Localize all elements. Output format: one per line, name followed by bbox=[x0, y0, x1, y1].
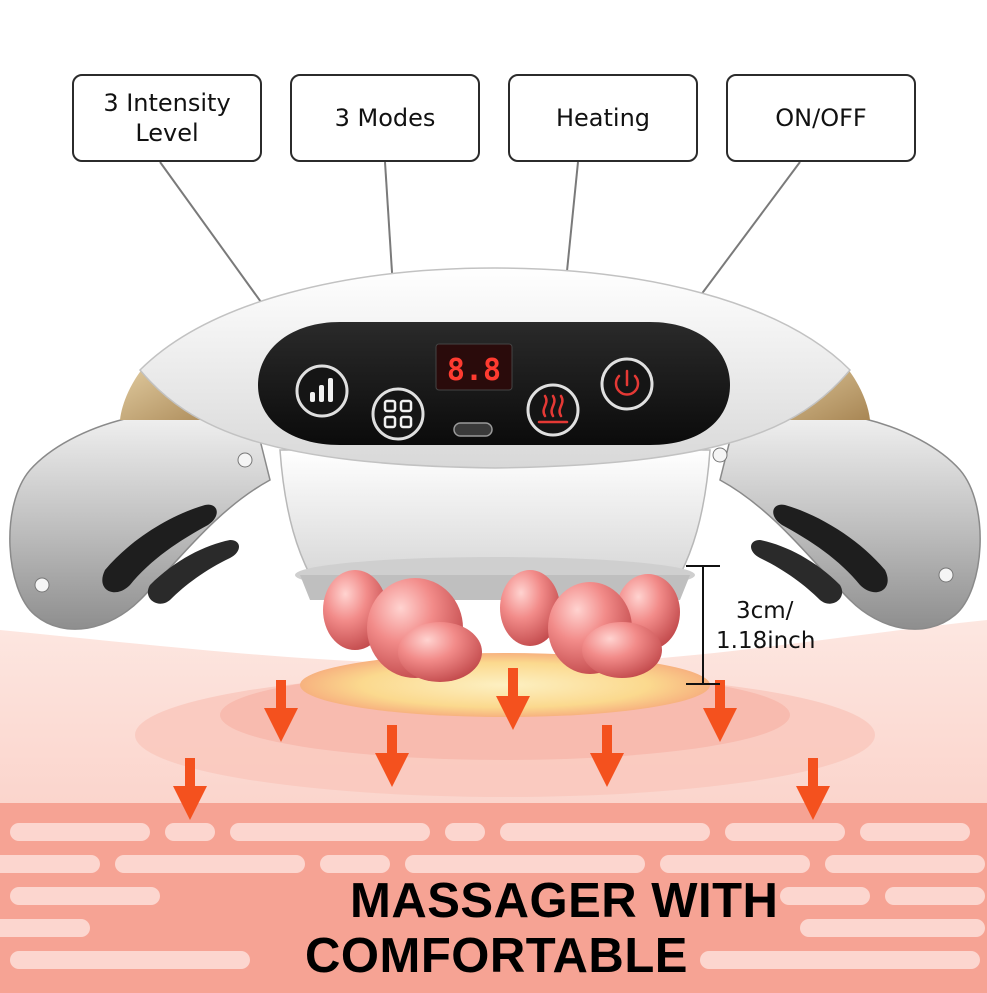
power-icon bbox=[614, 369, 640, 396]
callout-modes: 3 Modes bbox=[290, 74, 480, 162]
downward-heat-arrow-icon bbox=[173, 758, 207, 820]
downward-heat-arrow-icon bbox=[496, 668, 530, 730]
usb-c-port-icon bbox=[453, 422, 493, 437]
callout-on-off: ON/OFF bbox=[726, 74, 916, 162]
callout-intensity-line1: 3 Intensity bbox=[103, 89, 231, 117]
measurement-bracket bbox=[686, 565, 720, 685]
heating-button[interactable] bbox=[526, 383, 580, 437]
modes-button[interactable] bbox=[371, 387, 425, 441]
downward-heat-arrow-icon bbox=[375, 725, 409, 787]
led-display bbox=[435, 343, 513, 391]
measurement-label: 3cm/ 1.18inch bbox=[716, 596, 815, 656]
callout-heating-label: Heating bbox=[555, 104, 651, 132]
power-button[interactable] bbox=[600, 357, 654, 411]
downward-heat-arrow-icon bbox=[264, 680, 298, 742]
callout-intensity-line2: Level bbox=[135, 119, 199, 147]
heat-arrows bbox=[173, 668, 830, 820]
callout-intensity-level: 3 Intensity Level bbox=[72, 74, 262, 162]
skin-cross-section bbox=[0, 620, 987, 993]
callout-heating: Heating bbox=[508, 74, 698, 162]
measurement-inch: 1.18inch bbox=[716, 628, 816, 654]
downward-heat-arrow-icon bbox=[796, 758, 830, 820]
measurement-cm: 3cm/ bbox=[736, 598, 794, 624]
callout-on-off-label: ON/OFF bbox=[775, 104, 867, 132]
intensity-button[interactable] bbox=[295, 364, 349, 418]
massage-nodes bbox=[323, 570, 680, 682]
downward-heat-arrow-icon bbox=[703, 680, 737, 742]
intensity-bars-icon bbox=[310, 378, 333, 402]
led-readout: 8.8 bbox=[447, 353, 501, 388]
heating-flame-icon bbox=[537, 394, 569, 424]
headline-line-1: MASSAGER WITH bbox=[350, 874, 779, 928]
downward-heat-arrow-icon bbox=[590, 725, 624, 787]
callout-modes-label: 3 Modes bbox=[334, 104, 436, 132]
headline-line-2: COMFORTABLE bbox=[305, 929, 688, 983]
modes-grid-icon bbox=[383, 399, 413, 429]
massager-device bbox=[9, 267, 981, 682]
